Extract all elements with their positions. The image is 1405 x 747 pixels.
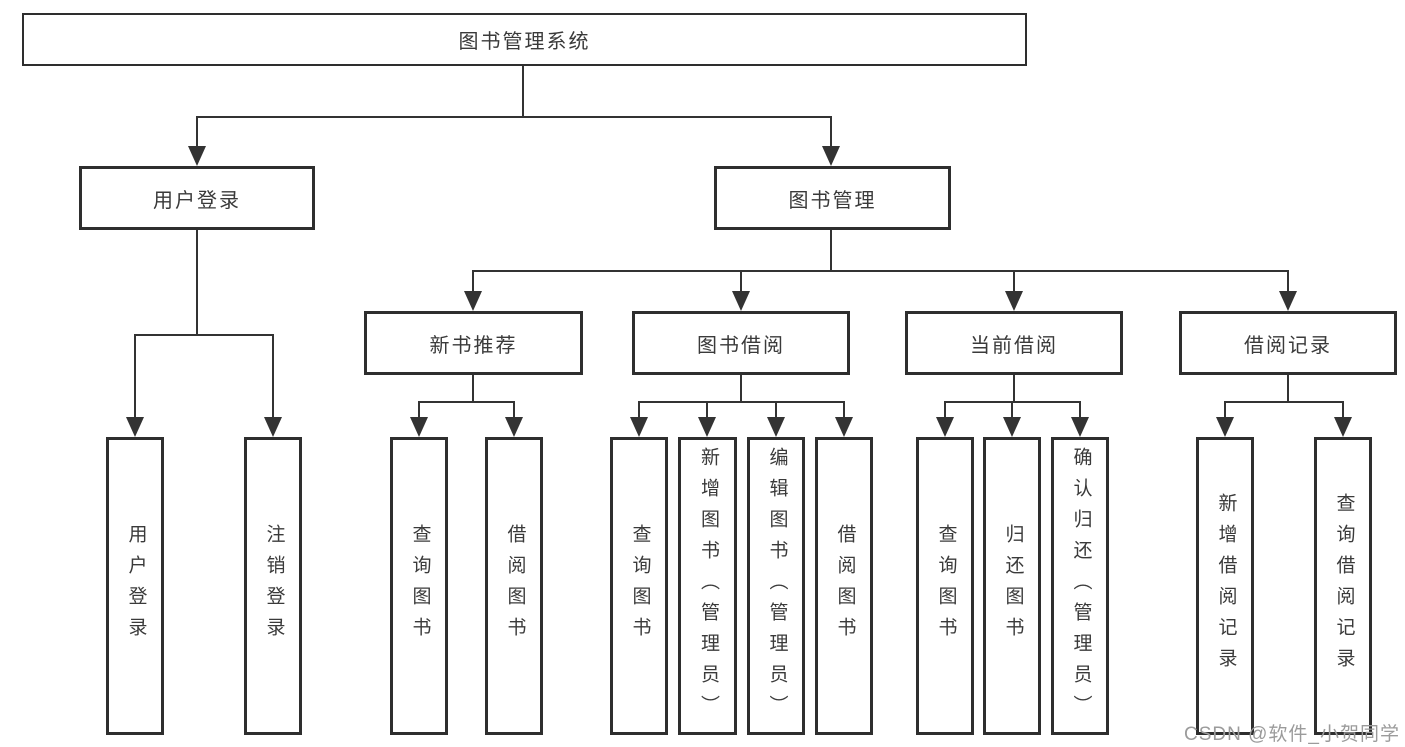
leaf-borrow-add-books-admin: 新增图书（管理员） <box>678 437 737 735</box>
connector-line <box>1013 375 1015 403</box>
arrowhead-down-icon <box>410 417 428 437</box>
connector-line <box>196 117 198 147</box>
watermark: CSDN @软件_小贺同学 <box>1184 724 1400 745</box>
connector-line <box>706 402 708 418</box>
leaf-label: 用户登录 <box>125 524 147 648</box>
arrowhead-down-icon <box>767 417 785 437</box>
leaf-newrec-borrow-books: 借阅图书 <box>485 437 543 735</box>
node-book-borrowing: 图书借阅 <box>632 311 850 375</box>
connector-line <box>1079 402 1081 418</box>
leaf-label: 归还图书 <box>1002 524 1024 648</box>
arrowhead-down-icon <box>732 291 750 311</box>
node-user-login: 用户登录 <box>79 166 315 230</box>
connector-line <box>1342 402 1344 418</box>
leaf-records-query-record: 查询借阅记录 <box>1314 437 1372 735</box>
connector-line <box>272 335 274 418</box>
connector-line <box>513 402 515 418</box>
leaf-current-confirm-return-admin: 确认归还（管理员） <box>1051 437 1109 735</box>
arrowhead-down-icon <box>188 146 206 166</box>
arrowhead-down-icon <box>505 417 523 437</box>
leaf-borrow-edit-books-admin: 编辑图书（管理员） <box>747 437 805 735</box>
arrowhead-down-icon <box>936 417 954 437</box>
leaf-label: 查询借阅记录 <box>1333 493 1355 679</box>
arrowhead-down-icon <box>1334 417 1352 437</box>
arrowhead-down-icon <box>1279 291 1297 311</box>
connector-line <box>418 401 515 403</box>
leaf-label: 编辑图书（管理员） <box>766 446 788 726</box>
leaf-label: 查询图书 <box>935 524 957 648</box>
arrowhead-down-icon <box>1003 417 1021 437</box>
leaf-current-query-books: 查询图书 <box>916 437 974 735</box>
connector-line <box>472 375 474 403</box>
leaf-logout: 注销登录 <box>244 437 302 735</box>
arrowhead-down-icon <box>698 417 716 437</box>
arrowhead-down-icon <box>822 146 840 166</box>
leaf-label: 查询图书 <box>409 524 431 648</box>
connector-line <box>1224 401 1344 403</box>
leaf-records-add-record: 新增借阅记录 <box>1196 437 1254 735</box>
leaf-label: 借阅图书 <box>834 524 856 648</box>
connector-line <box>1287 375 1289 403</box>
connector-line <box>830 230 832 272</box>
arrowhead-down-icon <box>1071 417 1089 437</box>
connector-line <box>472 270 1289 272</box>
arrowhead-down-icon <box>1216 417 1234 437</box>
node-current-borrowing: 当前借阅 <box>905 311 1123 375</box>
connector-line <box>418 402 420 418</box>
leaf-newrec-query-books: 查询图书 <box>390 437 448 735</box>
leaf-borrow-query-books: 查询图书 <box>610 437 668 735</box>
connector-line <box>472 271 474 292</box>
arrowhead-down-icon <box>264 417 282 437</box>
arrowhead-down-icon <box>126 417 144 437</box>
arrowhead-down-icon <box>1005 291 1023 311</box>
connector-line <box>196 116 832 118</box>
connector-line <box>775 402 777 418</box>
leaf-label: 新增借阅记录 <box>1215 493 1237 679</box>
leaf-label: 确认归还（管理员） <box>1070 446 1092 726</box>
connector-line <box>134 335 136 418</box>
connector-line <box>1224 402 1226 418</box>
arrowhead-down-icon <box>630 417 648 437</box>
node-borrowing-records: 借阅记录 <box>1179 311 1397 375</box>
node-library-management-system: 图书管理系统 <box>22 13 1027 66</box>
leaf-label: 借阅图书 <box>504 524 526 648</box>
node-new-book-recommend: 新书推荐 <box>364 311 583 375</box>
arrowhead-down-icon <box>835 417 853 437</box>
leaf-current-return-books: 归还图书 <box>983 437 1041 735</box>
leaf-label: 注销登录 <box>263 524 285 648</box>
leaf-label: 新增图书（管理员） <box>697 446 719 726</box>
connector-line <box>522 66 524 117</box>
connector-line <box>843 402 845 418</box>
connector-line <box>1013 271 1015 292</box>
connector-line <box>740 375 742 403</box>
leaf-borrow-borrow-books: 借阅图书 <box>815 437 873 735</box>
connector-line <box>134 334 274 336</box>
connector-line <box>740 271 742 292</box>
connector-line <box>638 402 640 418</box>
connector-line <box>1011 402 1013 418</box>
connector-line <box>196 230 198 336</box>
connector-line <box>830 117 832 147</box>
leaf-label: 查询图书 <box>629 524 651 648</box>
leaf-user-login: 用户登录 <box>106 437 164 735</box>
connector-line <box>944 402 946 418</box>
connector-line <box>638 401 845 403</box>
connector-line <box>1287 271 1289 292</box>
node-book-management: 图书管理 <box>714 166 951 230</box>
arrowhead-down-icon <box>464 291 482 311</box>
